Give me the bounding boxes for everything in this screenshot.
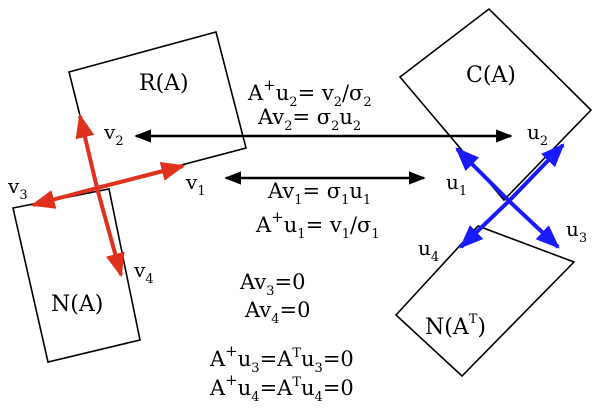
u1-vector [455,147,511,203]
equation-pinv-u3: A+u3=ATu3=0 [209,342,354,376]
equation-av2: Av2= σ2u2 [257,105,361,134]
u3-label: u3 [566,217,587,246]
blue-basis-vectors [455,143,565,249]
equation-av3: Av3=0 [239,270,305,299]
v2-label: v2 [103,120,124,149]
equation-pinv-u2: A+u2= v2/σ2 [247,76,372,110]
v4-vector [95,187,125,278]
v2-vector [75,113,99,189]
u4-label: u4 [418,236,439,265]
v3-vector [30,186,98,209]
null-space-box [12,188,141,363]
red-basis-vectors [30,113,186,278]
v3-label: v3 [7,174,28,203]
left-null-space-label: N(AT) [425,312,486,340]
null-space-label: N(A) [51,292,103,317]
v4-label: v4 [133,258,154,287]
column-space-label: C(A) [466,63,516,88]
column-space-box [398,7,593,202]
u3-vector [507,199,560,249]
equation-pinv-u4: A+u4=ATu4=0 [209,371,354,405]
left-null-space-box [394,225,576,378]
u2-vector [507,143,565,203]
v1-vector [96,162,186,190]
u1-label: u1 [446,170,467,199]
row-space-label: R(A) [139,71,189,96]
u4-vector [459,199,511,249]
equation-av4: Av4=0 [244,298,310,327]
equation-pinv-u1: A+u1= v1/σ1 [255,208,380,242]
v1-label: v1 [185,170,206,199]
row-space-box [68,31,247,188]
u2-label: u2 [527,120,548,149]
equation-av1: Av1= σ1u1 [267,179,371,208]
